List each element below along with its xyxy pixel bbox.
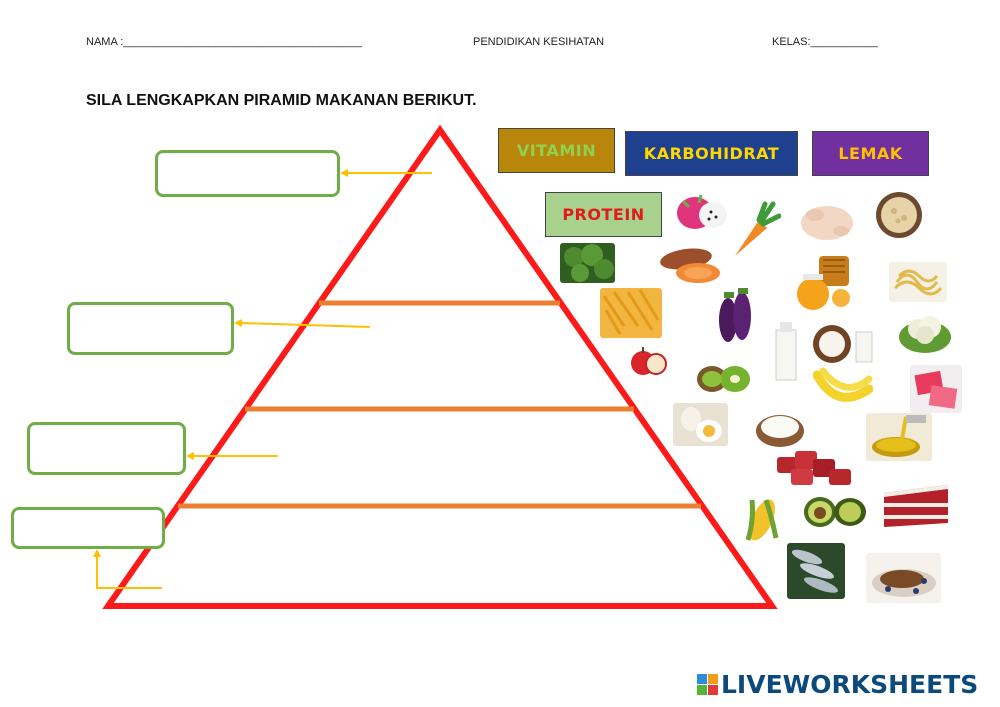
subject-label: PENDIDIKAN KESIHATAN [473, 36, 605, 48]
corn-icon[interactable] [740, 490, 785, 545]
carrot-icon[interactable] [729, 200, 781, 260]
liveworksheets-logo-icon [697, 674, 718, 695]
waffle-icon[interactable] [866, 553, 941, 603]
oil-icon[interactable] [866, 413, 932, 461]
arrow-level-4 [96, 556, 162, 589]
answer-box-level-3[interactable] [27, 422, 186, 475]
cheese-icon[interactable] [600, 288, 662, 338]
meat-icon[interactable] [773, 447, 857, 489]
liveworksheets-brand: LIVEWORKSHEETS [697, 670, 978, 699]
yogurt-icon[interactable] [754, 403, 806, 449]
category-protein[interactable]: PROTEIN [545, 192, 662, 237]
answer-box-level-4[interactable] [11, 507, 165, 549]
pyramid-outline [102, 124, 778, 609]
eggplant-icon[interactable] [714, 282, 754, 347]
egg-icon[interactable] [673, 403, 728, 446]
dragon-fruit-icon[interactable] [673, 187, 731, 237]
cake-icon[interactable] [880, 475, 952, 531]
apple-icon[interactable] [628, 345, 670, 377]
category-vitamin[interactable]: VITAMIN [498, 128, 615, 173]
fish-icon[interactable] [787, 543, 845, 599]
brand-name: LIVEWORKSHEETS [721, 670, 979, 699]
category-karbohidrat[interactable]: KARBOHIDRAT [625, 131, 798, 176]
instruction-title: SILA LENGKAPKAN PIRAMID MAKANAN BERIKUT. [86, 92, 477, 109]
cauliflower-icon[interactable] [898, 307, 952, 355]
butter-icon[interactable] [910, 365, 962, 413]
milk-icon[interactable] [770, 320, 802, 382]
broccoli-icon[interactable] [560, 243, 615, 283]
category-lemak[interactable]: LEMAK [812, 131, 929, 176]
class-field-label: KELAS:___________ [772, 36, 878, 48]
honey-icon[interactable] [793, 252, 858, 312]
oats-icon[interactable] [874, 190, 924, 240]
noodles-icon[interactable] [889, 262, 947, 302]
banana-icon[interactable] [813, 367, 873, 409]
kiwi-icon[interactable] [695, 362, 753, 394]
answer-box-level-1[interactable] [155, 150, 340, 197]
avocado-icon[interactable] [800, 492, 870, 530]
sweet-potato-icon[interactable] [658, 245, 726, 285]
chicken-icon[interactable] [797, 195, 857, 245]
arrow-level-2 [239, 322, 371, 328]
answer-box-level-2[interactable] [67, 302, 234, 355]
name-field-label: NAMA :__________________________________… [86, 36, 362, 48]
coconut-icon[interactable] [810, 320, 876, 365]
